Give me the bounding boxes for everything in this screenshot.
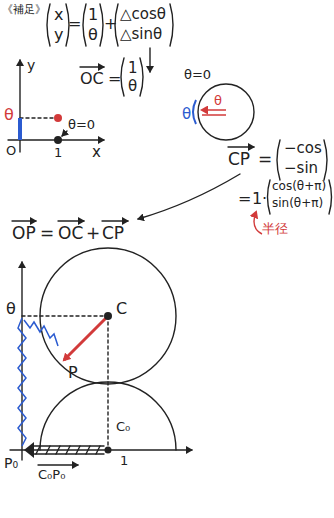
math-label: 1 (120, 454, 128, 468)
note-title: 《補足》 (2, 4, 46, 16)
math-label: + (86, 224, 100, 243)
math-label: y (27, 58, 35, 73)
math-label: x (92, 144, 101, 161)
math-label: OC (58, 224, 83, 243)
math-label: P₀ (4, 456, 18, 471)
math-label: θ=0 (68, 118, 95, 132)
math-label: = (258, 150, 272, 169)
math-label: P (68, 364, 78, 382)
math-label: cos(θ+π) (272, 180, 326, 193)
math-label: θ (4, 106, 14, 124)
math-label: CP (228, 150, 250, 169)
math-label: θ (214, 94, 222, 108)
math-label: 半径 (262, 222, 288, 236)
math-label: x (54, 6, 63, 24)
math-label: + (104, 15, 117, 33)
math-label: θ (182, 106, 191, 123)
math-label: θ=0 (184, 68, 211, 82)
math-label: = (40, 224, 54, 243)
math-label: 1 (54, 146, 62, 160)
math-label: = (68, 15, 81, 33)
math-label: −sin (284, 160, 318, 177)
math-label: θ (128, 78, 137, 95)
math-label: = (238, 190, 251, 208)
math-label: C₀P₀ (38, 468, 65, 482)
math-label: C₀ (116, 420, 130, 434)
math-label: △sinθ (120, 26, 162, 43)
math-label: △cosθ (120, 6, 166, 23)
math-label: OC (80, 70, 104, 88)
math-label: · (262, 190, 267, 208)
math-label: C (116, 300, 127, 318)
math-label: O (6, 144, 16, 158)
math-label: θ (88, 26, 98, 44)
math-label: −cos (284, 140, 322, 157)
math-label: θ (6, 300, 16, 318)
math-label: = (108, 70, 121, 88)
math-label: 1 (252, 190, 262, 208)
math-label: 1 (88, 6, 98, 24)
math-label: y (54, 26, 63, 44)
math-label: CP (102, 224, 124, 243)
math-label: sin(θ+π) (272, 197, 323, 210)
math-label: OP (12, 224, 36, 243)
math-label: 1 (128, 60, 138, 77)
